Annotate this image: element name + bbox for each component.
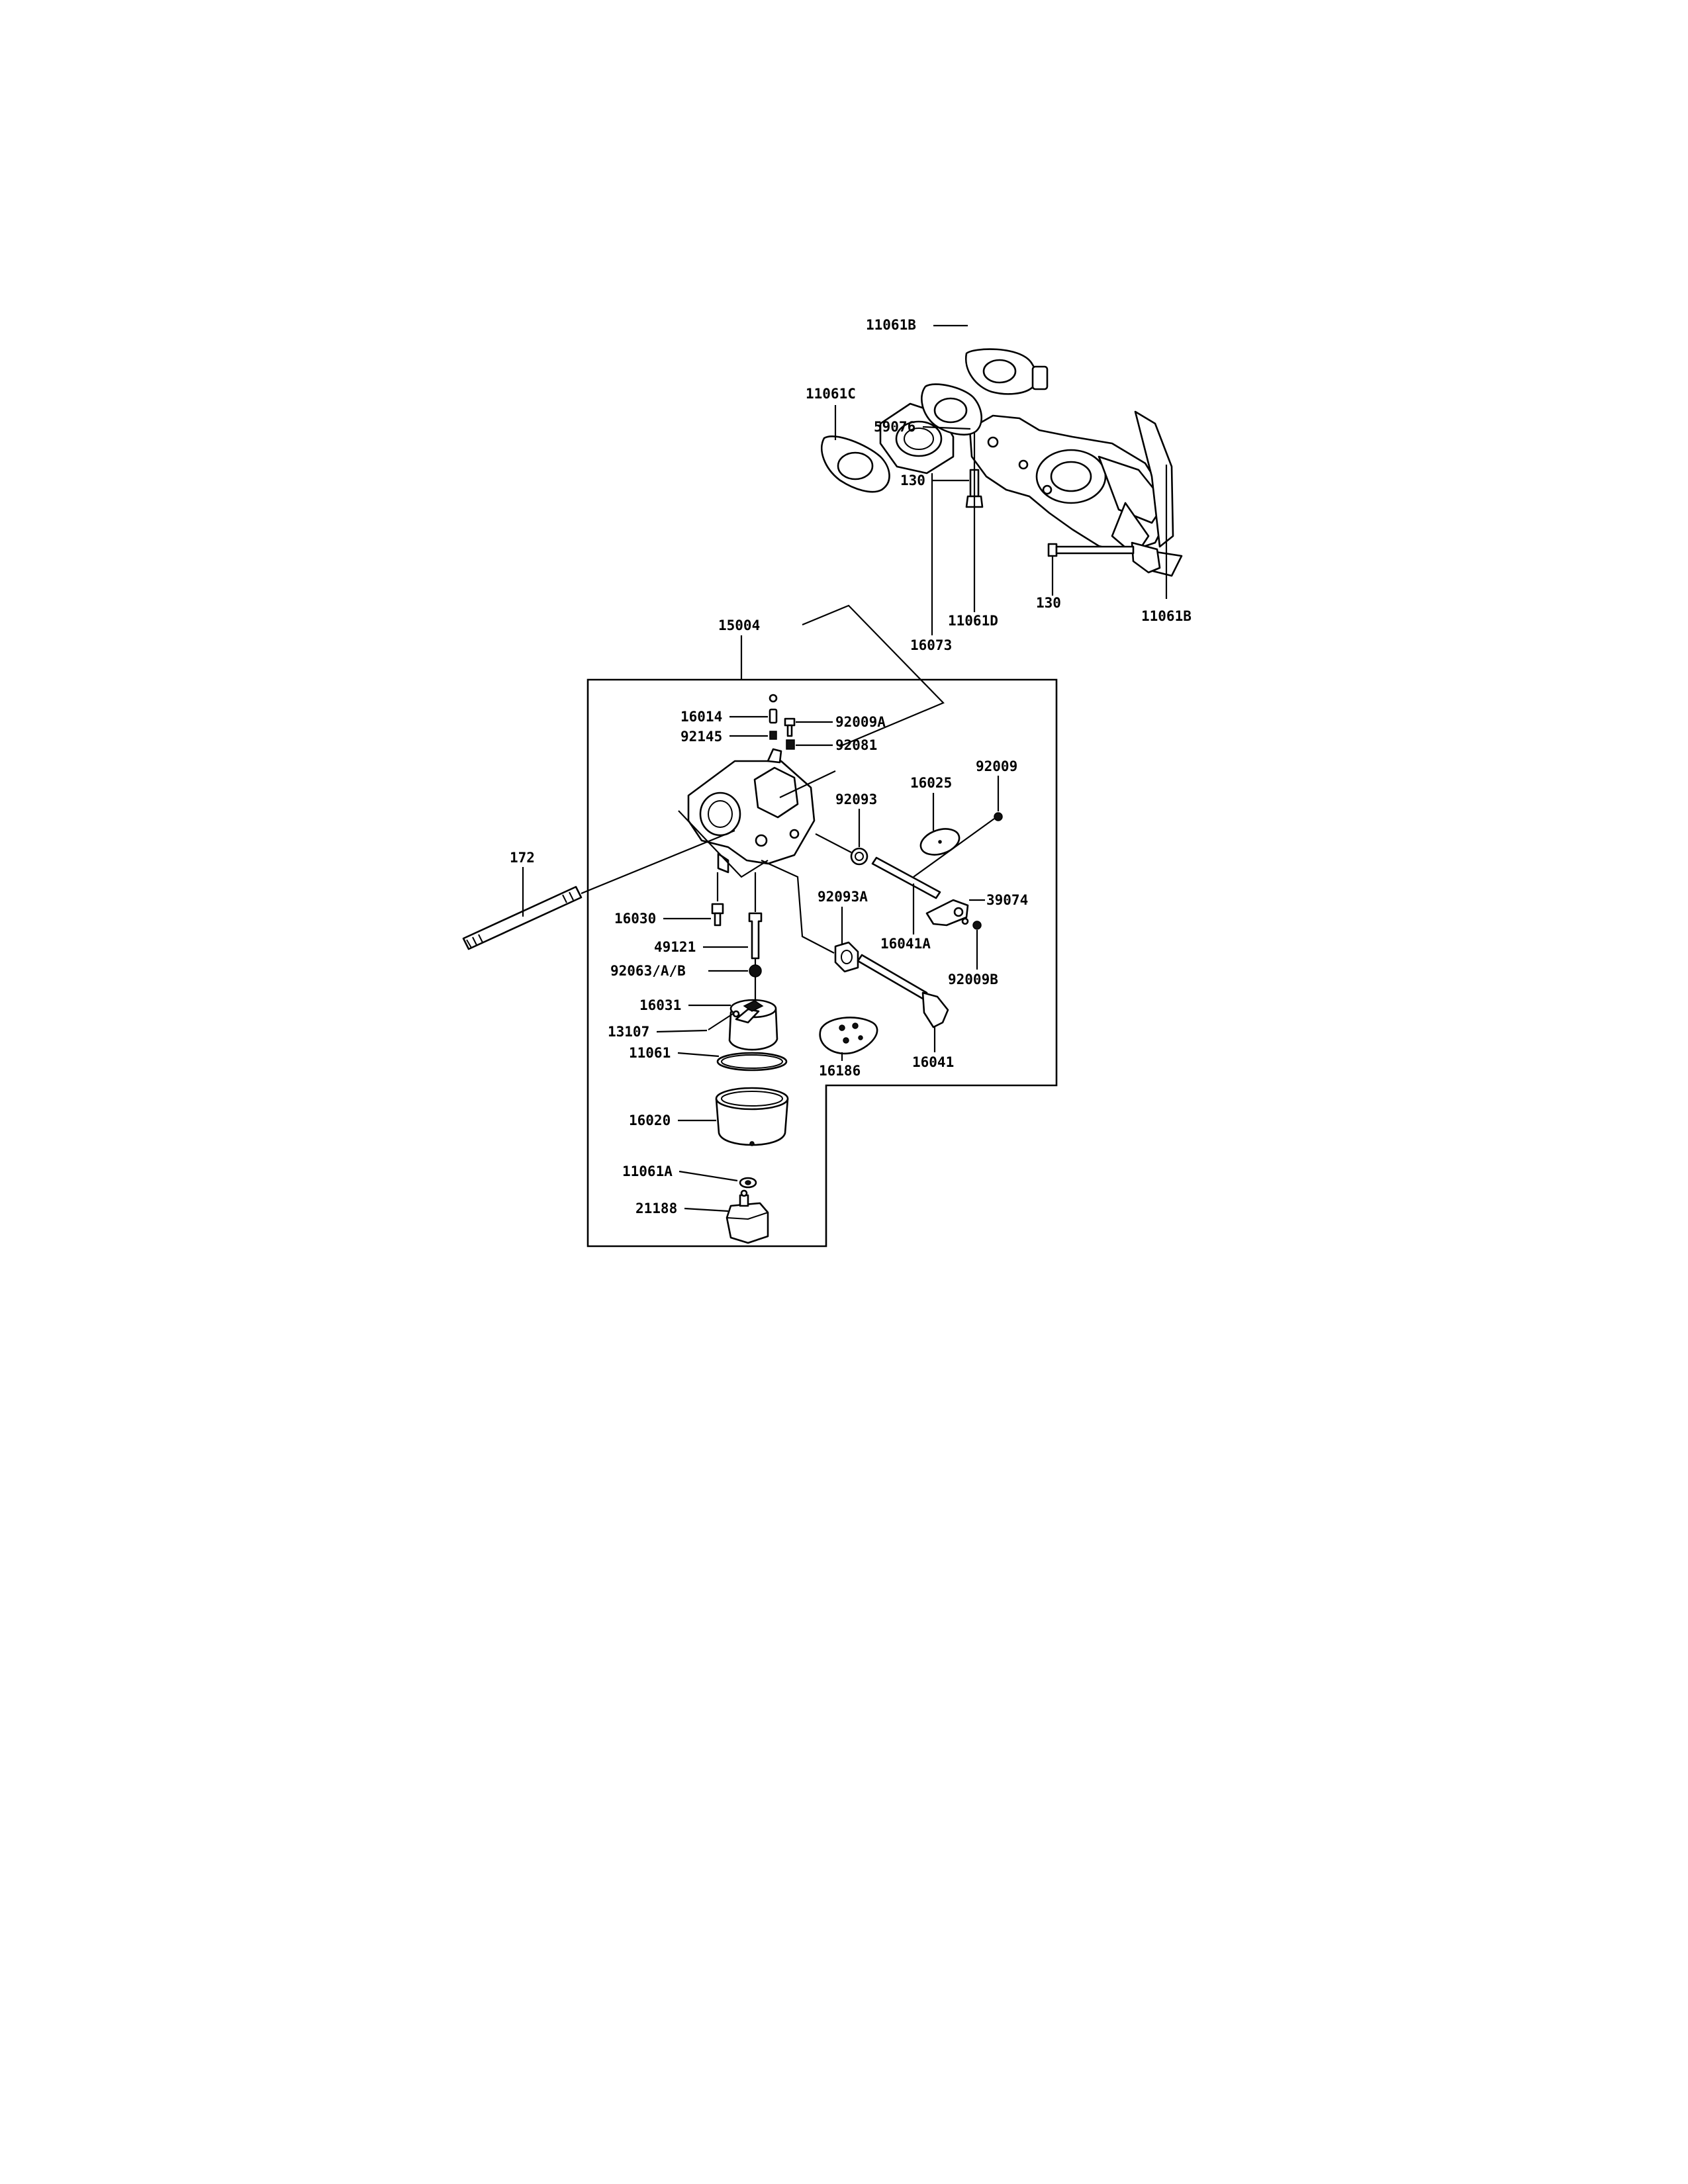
label-92009: 92009: [976, 758, 1017, 774]
label-16186: 16186: [819, 1063, 861, 1079]
choke-plate-screw-line: [913, 818, 995, 878]
carburetor-92081-leader: [779, 770, 836, 798]
seal-92093a: [834, 941, 859, 973]
label-16031: 16031: [639, 997, 681, 1013]
main-jet-92063: [749, 964, 762, 978]
pilot-jet-16014: [769, 708, 778, 724]
carburetor-body: [687, 748, 816, 874]
assembly-boundary-box: [586, 678, 1058, 1248]
label-11061a: 11061A: [622, 1163, 673, 1179]
screw-92009a: [784, 717, 796, 737]
stud-172: [462, 886, 583, 950]
main-nozzle-49121: [748, 912, 763, 960]
flange-plate-right: [1131, 410, 1174, 574]
label-92009a: 92009A: [835, 714, 886, 730]
spring-92145: [769, 731, 777, 740]
throttle-shaft-16041: [857, 954, 949, 1028]
label-16030: 16030: [614, 911, 656, 927]
callouts: 11061B 59076 130 11061C 130 11061B 16073…: [510, 317, 1192, 1216]
label-16025: 16025: [910, 775, 952, 791]
bolt-130-right: [1047, 543, 1135, 557]
screw-92009: [994, 812, 1003, 821]
assembly-connector-line: [802, 604, 945, 748]
label-11061d: 11061D: [948, 613, 998, 629]
float-bowl-16020: [715, 1087, 789, 1146]
gasket-11061d: [921, 383, 982, 436]
label-172: 172: [510, 850, 535, 866]
label-92009b: 92009B: [948, 972, 998, 987]
label-49121: 49121: [654, 939, 696, 955]
label-16041: 16041: [912, 1054, 954, 1070]
screw-92009b: [972, 921, 982, 930]
leader-11061: [677, 1052, 720, 1058]
leader-59076: [922, 426, 971, 430]
throttle-plate-16186: [819, 1017, 878, 1055]
spring-92081: [786, 739, 795, 750]
label-92081: 92081: [835, 737, 877, 753]
leader-21188: [684, 1207, 729, 1212]
label-11061c: 11061C: [806, 386, 856, 402]
washer-11061a: [739, 1177, 757, 1189]
choke-lever-39074: [925, 899, 969, 927]
leader-13107: [656, 1029, 708, 1033]
o-ring-92093: [850, 847, 868, 866]
label-16020: 16020: [629, 1113, 671, 1128]
label-92145: 92145: [680, 729, 722, 745]
throttle-axis-leader: [761, 859, 835, 954]
label-130-upper: 130: [900, 473, 925, 488]
float-16031: [728, 999, 778, 1051]
label-11061b-right: 11061B: [1141, 608, 1192, 624]
label-15004: 15004: [718, 617, 760, 633]
o-ring-tiny-top: [769, 694, 778, 703]
gasket-11061b-top: [964, 348, 1049, 395]
label-16073: 16073: [910, 637, 952, 653]
carburetor-body-leader: [678, 810, 769, 878]
label-11061: 11061: [629, 1045, 671, 1061]
label-21188: 21188: [635, 1201, 677, 1216]
choke-plate-16025: [919, 828, 961, 856]
label-92093a: 92093A: [818, 889, 868, 905]
label-16041a: 16041A: [880, 936, 931, 952]
float-pin-13107: [708, 1010, 740, 1030]
label-16014: 16014: [680, 709, 722, 725]
label-130-right: 130: [1036, 595, 1061, 611]
gasket-11061c: [821, 435, 890, 493]
label-92063: 92063/A/B: [610, 963, 686, 979]
intake-manifold-59076: [968, 414, 1183, 577]
leader-11061a: [679, 1170, 738, 1182]
screw-16030: [711, 903, 724, 927]
choke-shaft-axis-line: [815, 833, 852, 853]
stud-172-body-line: [581, 829, 735, 895]
o-ring-11061: [716, 1052, 788, 1071]
label-13107: 13107: [608, 1024, 649, 1040]
label-92093: 92093: [835, 792, 877, 807]
choke-shaft-16041a: [871, 856, 941, 899]
label-59076: 59076: [874, 419, 915, 435]
solenoid-21188: [726, 1189, 769, 1244]
label-39074: 39074: [986, 892, 1028, 908]
label-11061b-top: 11061B: [866, 317, 916, 333]
